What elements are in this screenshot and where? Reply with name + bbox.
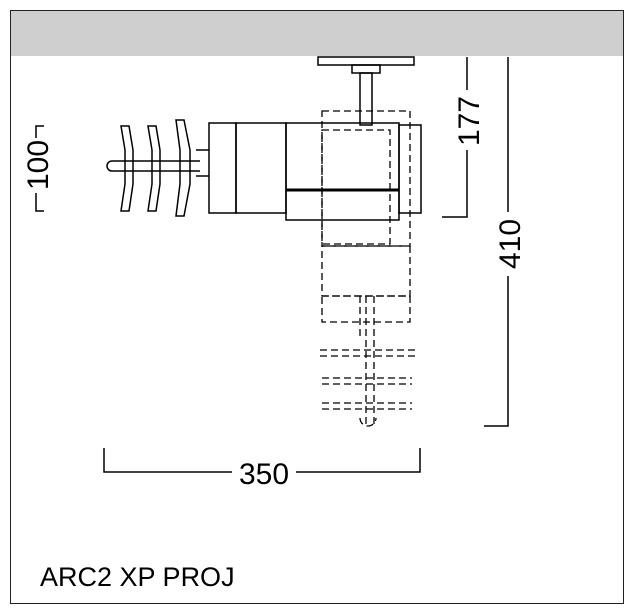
dim-100-label: 100 [22,140,55,190]
dim-100-bottom [35,193,44,212]
alt-rod-end [359,417,377,427]
product-title: ARC2 XP PROJ [40,562,235,592]
mounting-collar [351,64,381,74]
dim-177-label: 177 [453,96,486,146]
alt-fin-1 [320,349,415,357]
fin-1 [120,125,134,212]
alt-section-1 [321,245,411,297]
mounting-plate [317,56,415,66]
fin-3 [175,119,191,217]
alt-fin-3 [322,402,412,410]
dim-410-bottom [484,276,509,427]
drawing-frame [10,10,624,604]
ceiling-bar [11,11,623,56]
dim-177-bottom [442,150,468,218]
alt-fin-2 [322,377,412,385]
dim-100-top [35,125,44,138]
fin-rod [106,160,200,172]
dim-410-label: 410 [494,219,527,269]
dim-350-left [103,448,232,473]
projector-front-ring [208,122,237,214]
mounting-stem [359,72,373,126]
alt-body [321,110,411,247]
dim-350-right [296,448,421,473]
projector-body [285,122,400,221]
fin-2 [147,125,161,212]
dim-350-label: 350 [239,458,289,491]
projector-mid-section [235,122,287,214]
alt-body-inner [321,129,391,245]
